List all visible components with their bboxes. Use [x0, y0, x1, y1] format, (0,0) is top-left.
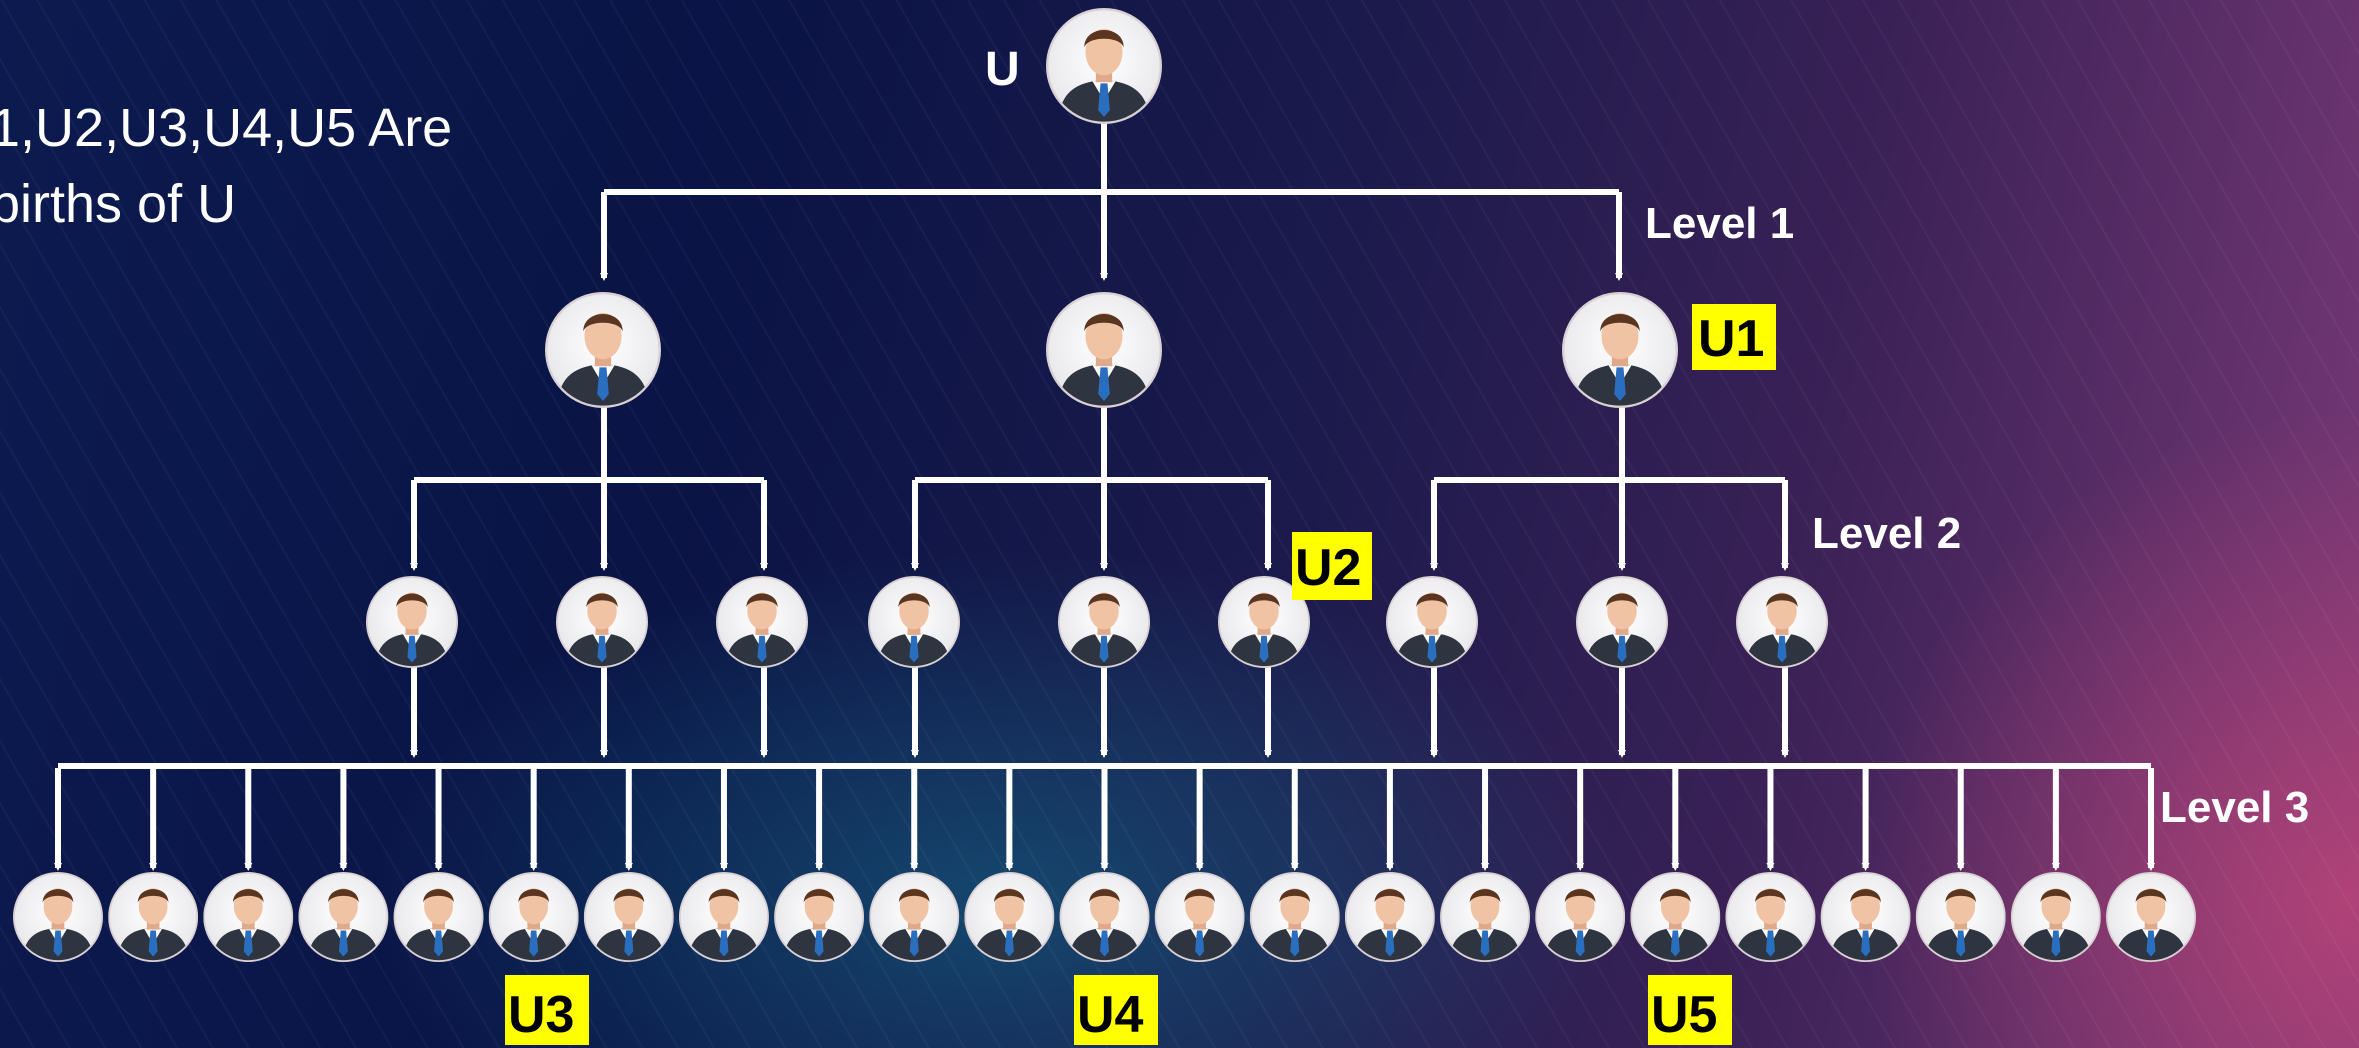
svg-text:U2: U2: [1295, 539, 1361, 597]
level3-node: [2012, 873, 2100, 962]
level3-node: [1346, 873, 1434, 962]
svg-text:U1: U1: [1698, 310, 1764, 368]
level1-node-u1: [1563, 293, 1677, 408]
level2-nodes: [367, 577, 1827, 668]
level3-node: [1251, 873, 1339, 962]
level1-label: Level 1: [1645, 199, 1794, 248]
level3-node: [1156, 873, 1244, 962]
level3-label: Level 3: [2160, 783, 2309, 832]
intro-line-1: 1,U2,U3,U4,U5 Are: [0, 98, 453, 158]
connectors: [58, 118, 2151, 769]
root-node: [1047, 9, 1161, 124]
level3-node: [299, 873, 387, 962]
level1-nodes: [546, 293, 1677, 408]
svg-text:U4: U4: [1077, 986, 1144, 1044]
level3-node: [775, 873, 863, 962]
level3-node: [1821, 873, 1909, 962]
level3-node: [1917, 873, 2005, 962]
level2-node: [1737, 577, 1827, 668]
level2-node: [1387, 577, 1477, 668]
level3-node: [1726, 873, 1814, 962]
level3-node: [1060, 873, 1148, 962]
level3-node: [585, 873, 673, 962]
level3-node: [1631, 873, 1719, 962]
tag-u4: U4: [1074, 975, 1158, 1045]
tag-u2: U2: [1292, 532, 1372, 600]
level3-node: [965, 873, 1053, 962]
level2-node: [1577, 577, 1667, 668]
level2-node: [1059, 577, 1149, 668]
level3-node: [680, 873, 768, 962]
level3-nodes: [14, 873, 2195, 962]
level1-node: [546, 293, 660, 408]
level3-node: [109, 873, 197, 962]
tag-u3: U3: [505, 975, 589, 1045]
tag-u5: U5: [1648, 975, 1732, 1045]
level3-arrows: [54, 768, 2155, 871]
level3-node: [490, 873, 578, 962]
level2-node: [869, 577, 959, 668]
level3-node: [1441, 873, 1529, 962]
level1-node: [1047, 293, 1161, 408]
level2-node: [557, 577, 647, 668]
svg-text:U5: U5: [1651, 986, 1717, 1044]
level3-node: [2107, 873, 2195, 962]
root-label: U: [985, 43, 1020, 96]
tag-u1: U1: [1692, 304, 1776, 370]
level2-label: Level 2: [1812, 509, 1961, 558]
svg-text:U3: U3: [508, 986, 574, 1044]
level3-node: [394, 873, 482, 962]
level2-node: [717, 577, 807, 668]
level2-node: [367, 577, 457, 668]
level3-node: [14, 873, 102, 962]
intro-text: 1,U2,U3,U4,U5 Are births of U: [0, 90, 452, 242]
intro-line-2: births of U: [0, 174, 237, 234]
level3-node: [1536, 873, 1624, 962]
level3-node: [204, 873, 292, 962]
level3-node: [870, 873, 958, 962]
